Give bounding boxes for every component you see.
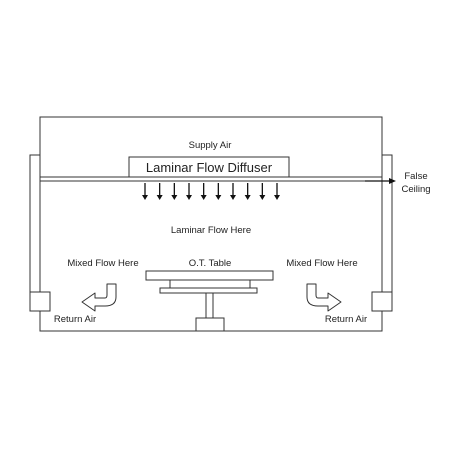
left-return-grille	[29, 291, 51, 312]
down-arrow-icon	[244, 183, 251, 200]
down-arrow-icon	[259, 183, 266, 200]
down-arrow-icon	[215, 183, 222, 200]
curved-arrow-down-right-icon	[306, 283, 342, 312]
mixed-flow-left-label: Mixed Flow Here	[67, 258, 138, 269]
ot-table-label: O.T. Table	[189, 258, 232, 269]
ot-table-foot	[195, 317, 225, 332]
down-arrow-icon	[274, 183, 280, 200]
curved-arrow-down-left-icon	[81, 283, 117, 312]
down-arrow-icon	[200, 183, 207, 200]
down-arrow-icon	[156, 183, 163, 200]
supply-air-label: Supply Air	[189, 140, 232, 151]
left-wall-duct	[29, 154, 41, 293]
return-air-right-label: Return Air	[325, 314, 367, 325]
mixed-flow-right-label: Mixed Flow Here	[286, 258, 357, 269]
right-wall-duct	[381, 154, 393, 293]
false-ceiling	[40, 176, 382, 182]
laminar-flow-label: Laminar Flow Here	[171, 225, 251, 236]
arrow-right-icon	[365, 178, 396, 184]
ot-table-top	[145, 270, 274, 281]
down-arrow-icon	[171, 183, 178, 200]
down-arrow-icon	[186, 183, 192, 200]
false-ceiling-label-line2: Ceiling	[401, 184, 430, 195]
return-air-left-label: Return Air	[54, 314, 96, 325]
ot-table-base	[159, 287, 258, 294]
ot-table	[145, 270, 274, 332]
ot-table-mid	[169, 279, 251, 289]
right-return-grille	[371, 291, 393, 312]
down-arrow-icon	[230, 183, 236, 200]
diffuser-label: Laminar Flow Diffuser	[146, 160, 273, 175]
diffuser-box	[128, 156, 290, 178]
down-arrow-icon	[142, 183, 148, 200]
diffuser-arrows	[142, 183, 280, 200]
false-ceiling-label-line1: False	[404, 171, 427, 182]
